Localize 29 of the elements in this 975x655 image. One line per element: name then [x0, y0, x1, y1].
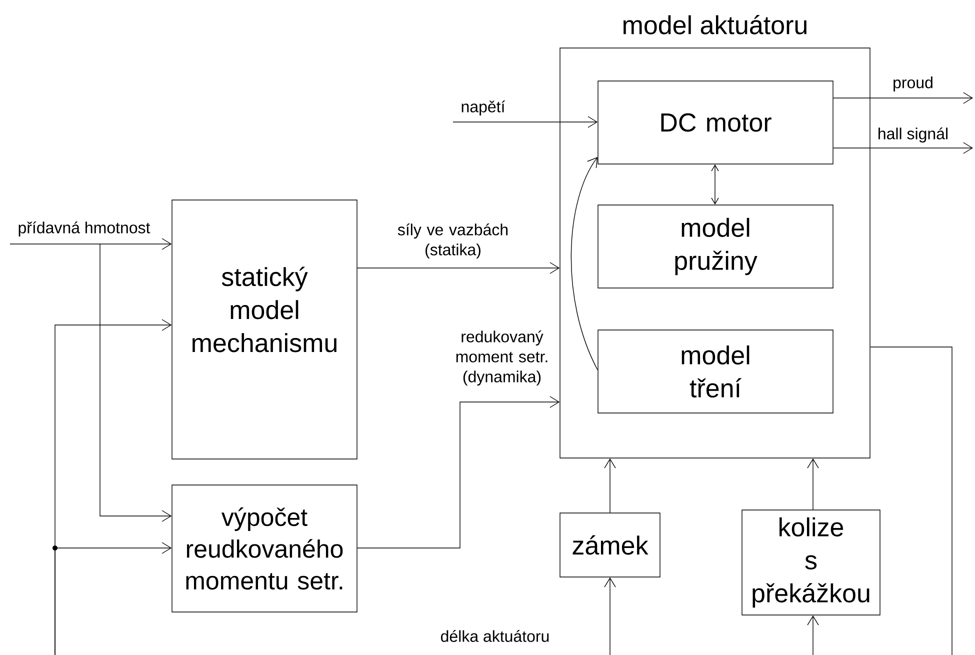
edge-label: hall signál — [876, 126, 950, 144]
model-box: statický model mechanismu — [172, 200, 358, 460]
arrow — [604, 577, 616, 655]
box-title: model aktuátoru — [624, 14, 806, 34]
arrow — [54, 542, 172, 655]
edge-label: přídavná hmotnost — [16, 220, 152, 238]
arrow — [604, 458, 616, 513]
arrow — [807, 458, 819, 510]
arrow — [807, 615, 819, 655]
edge-label: redukovaný moment setr. (dynamika) — [450, 329, 554, 387]
edge-label: délka aktuátoru — [439, 629, 551, 643]
process-box: výpočet reudkovaného momentu setr. — [172, 484, 358, 612]
model-box: model pružiny — [598, 204, 834, 288]
edge-label: napětí — [460, 99, 506, 117]
arrow — [357, 396, 560, 548]
arrow — [570, 157, 598, 370]
arrow — [357, 262, 560, 274]
arrow — [10, 238, 172, 250]
input-box: zámek — [560, 512, 660, 578]
arrow — [833, 142, 973, 154]
arrow — [833, 92, 973, 104]
arrow — [100, 244, 172, 522]
model-box: DC motor — [598, 80, 834, 164]
edge-label: síly ve vazbách (statika) — [390, 222, 516, 260]
edge-label: proud — [892, 76, 934, 92]
arrow — [711, 164, 719, 205]
input-box: kolize s překážkou — [742, 510, 880, 616]
arrow — [452, 116, 598, 128]
model-box: model tření — [598, 330, 834, 414]
